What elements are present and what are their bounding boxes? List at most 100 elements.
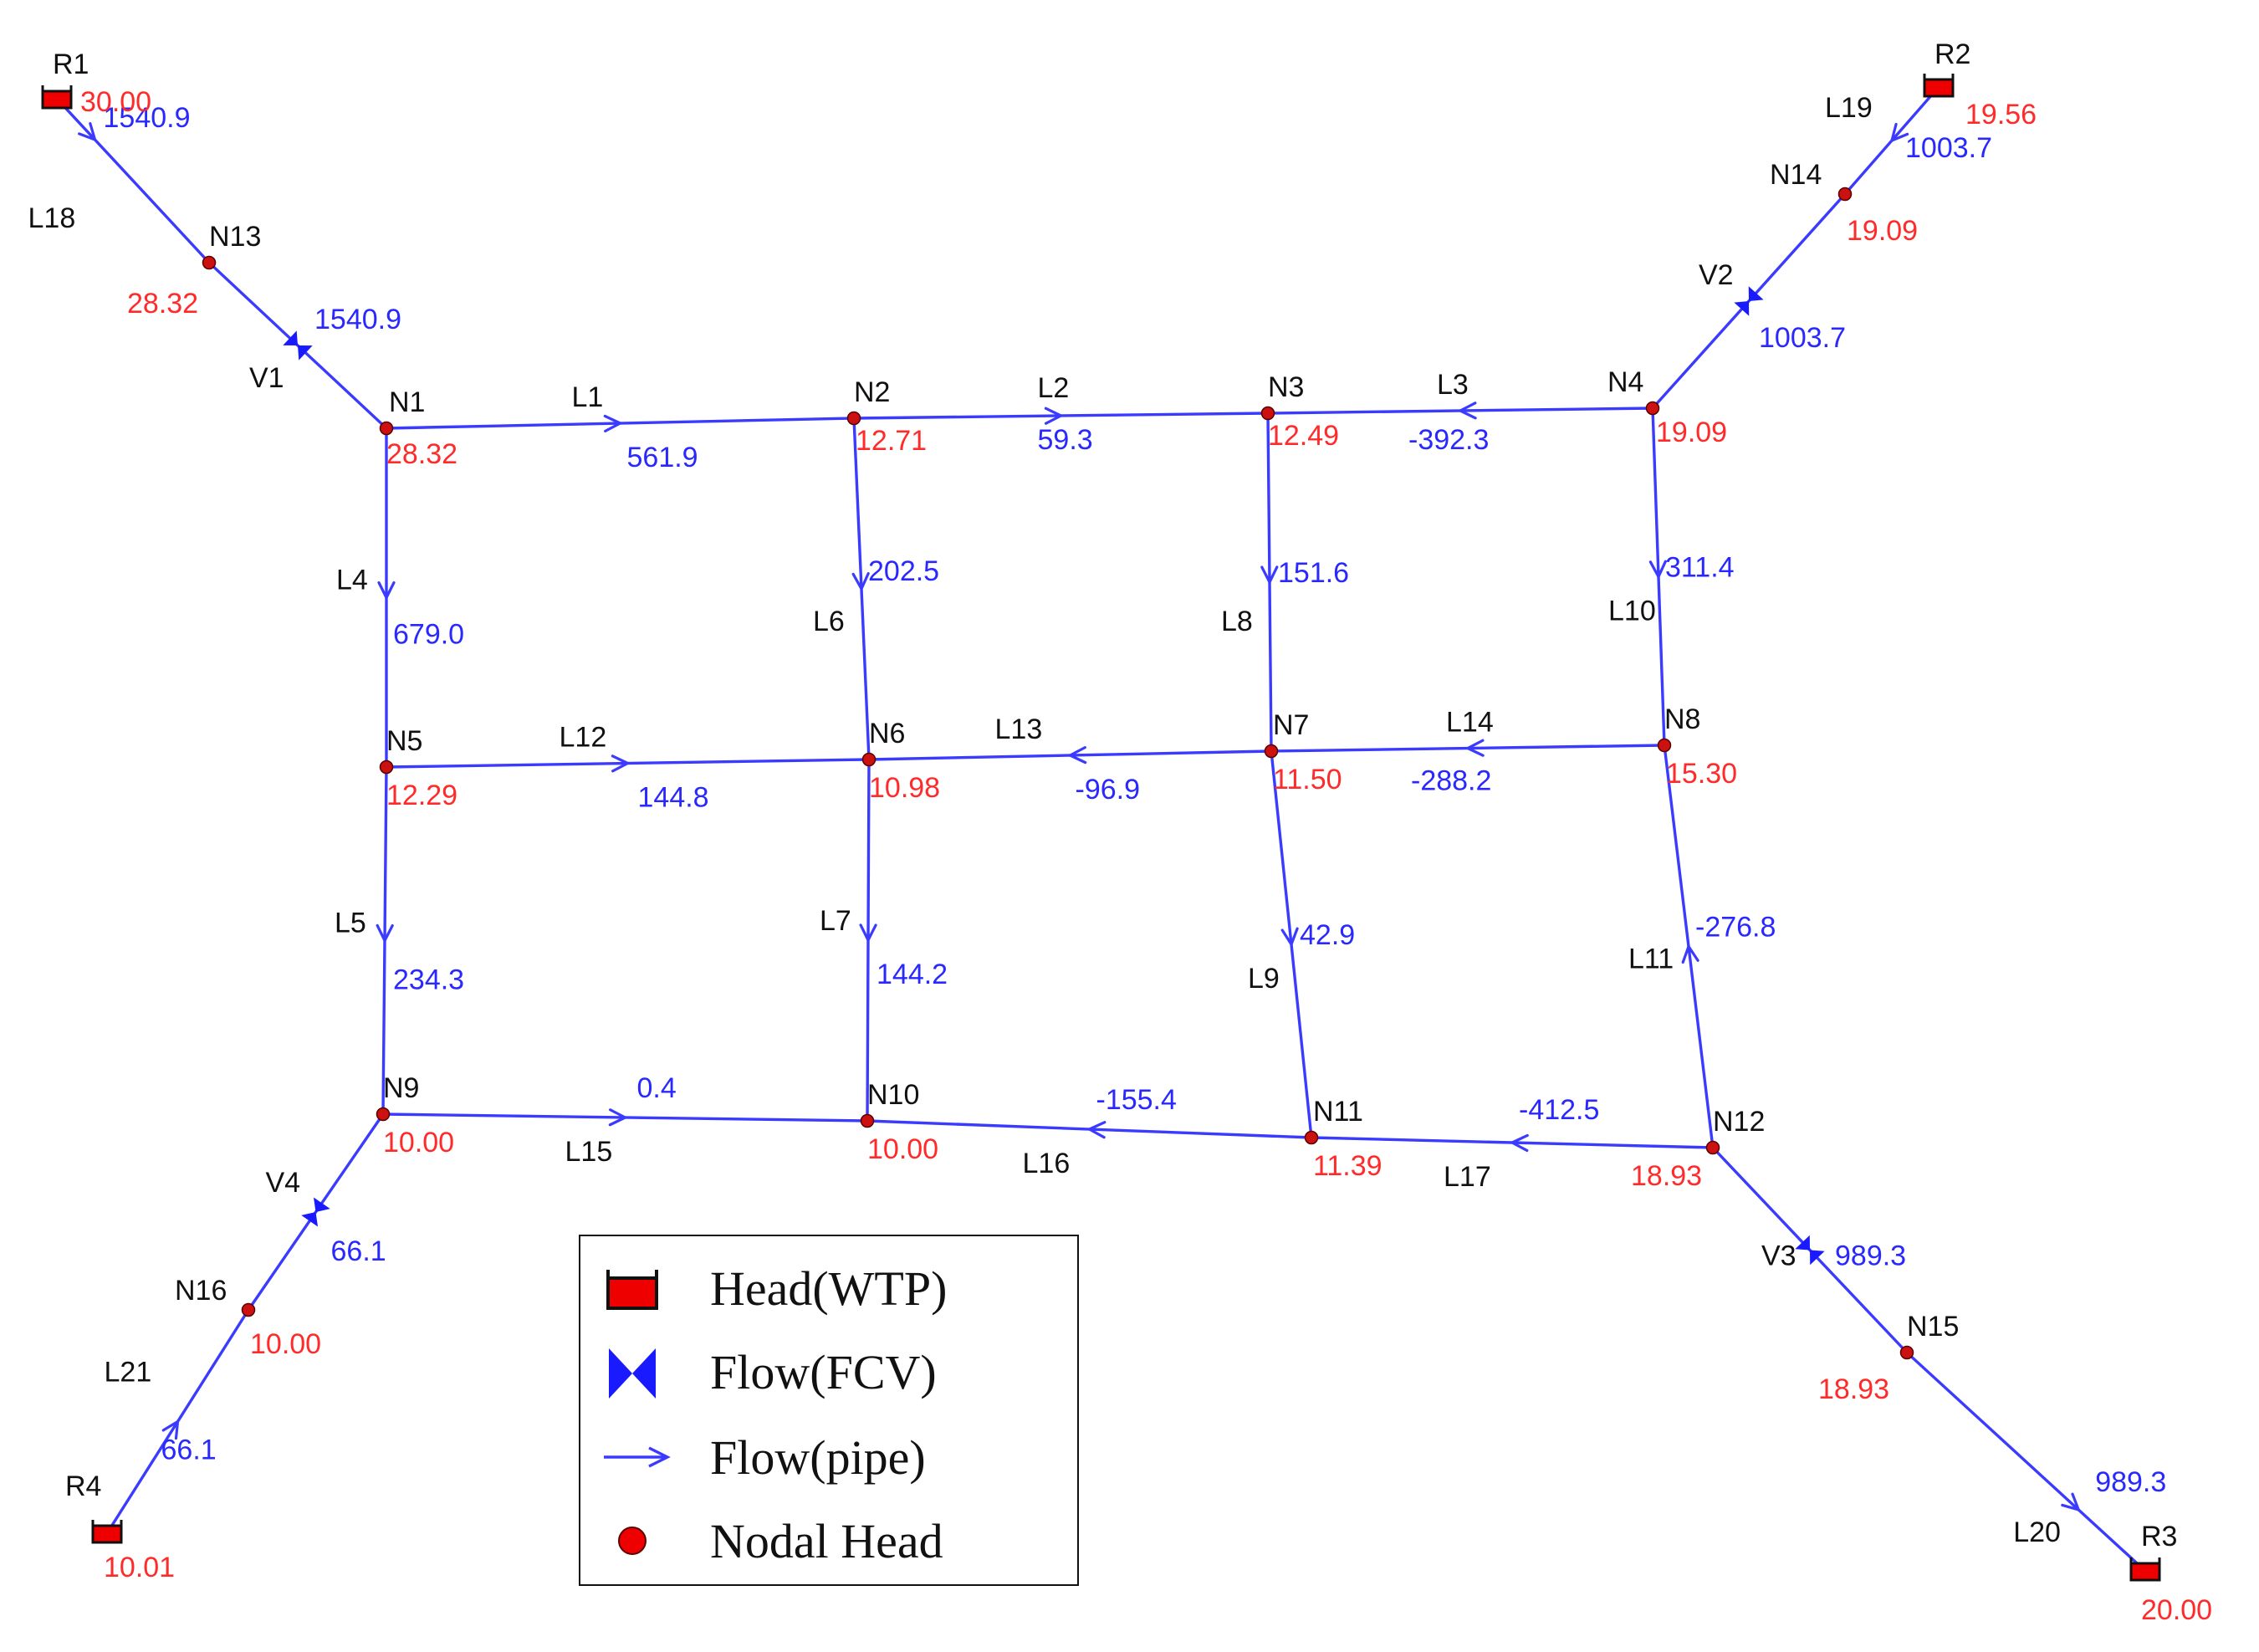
head-value-N10: 10.00: [867, 1133, 938, 1165]
node-label-R1: R1: [53, 49, 89, 80]
link-label-L2: L2: [1038, 372, 1070, 404]
link-label-L21: L21: [105, 1357, 152, 1389]
node-label-N15: N15: [1907, 1311, 1959, 1343]
valve-icon: [283, 330, 313, 361]
flow-value-L5: 234.3: [393, 964, 464, 996]
legend: Head(WTP) Flow(FCV) Flow(pipe) Nodal Hea…: [579, 1235, 1079, 1586]
node-dot-N4: [1645, 401, 1660, 416]
flow-arrow-L15: [608, 1108, 627, 1127]
link-label-L9: L9: [1248, 963, 1280, 995]
head-value-N14: 19.09: [1847, 215, 1918, 247]
reservoir-icon: [606, 1270, 658, 1310]
head-value-R1: 30.00: [80, 86, 151, 118]
flow-value-L7: 144.2: [877, 959, 948, 990]
reservoir-icon: [2129, 1557, 2161, 1582]
node-dot-N15: [1899, 1345, 1914, 1360]
node-label-N12: N12: [1713, 1106, 1765, 1138]
flow-arrow-L21: [161, 1419, 180, 1440]
reservoir-icon: [91, 1520, 123, 1544]
reservoir-icon: [41, 85, 73, 110]
node-label-R2: R2: [1934, 38, 1970, 70]
flow-value-L8: 151.6: [1278, 557, 1349, 589]
node-label-N9: N9: [383, 1072, 419, 1104]
node-label-N11: N11: [1313, 1096, 1363, 1128]
flow-arrow-L7: [859, 923, 877, 942]
flow-arrow-L19: [1890, 122, 1909, 142]
node-dot-N12: [1705, 1140, 1720, 1155]
pipe-L18: [55, 97, 211, 264]
link-label-L15: L15: [565, 1136, 613, 1168]
flow-value-L14: -288.2: [1411, 765, 1491, 797]
flow-arrow-L11: [1681, 944, 1699, 964]
reservoir-icon: [1923, 74, 1955, 98]
node-label-N1: N1: [389, 386, 425, 418]
link-label-L8: L8: [1221, 606, 1253, 637]
link-label-L10: L10: [1608, 596, 1656, 627]
node-dot-N8: [1657, 738, 1672, 753]
head-value-N5: 12.29: [386, 780, 457, 811]
flow-arrow-L17: [1510, 1133, 1529, 1153]
node-dot-N2: [846, 411, 861, 426]
flow-arrow-L18: [78, 122, 97, 141]
link-label-L16: L16: [1023, 1148, 1071, 1179]
valve-icon: [609, 1348, 656, 1399]
flow-value-V3: 989.3: [1835, 1240, 1906, 1272]
flow-value-L1: 561.9: [627, 442, 698, 473]
node-label-N3: N3: [1268, 371, 1304, 403]
link-label-L13: L13: [995, 713, 1043, 745]
flow-value-L2: 59.3: [1038, 424, 1093, 456]
node-dot-N14: [1837, 187, 1853, 202]
flow-arrow-L13: [1068, 746, 1087, 765]
node-dot-N11: [1304, 1130, 1319, 1145]
link-label-L17: L17: [1444, 1161, 1491, 1193]
node-label-N16: N16: [175, 1275, 227, 1307]
flow-value-L6: 202.5: [868, 555, 939, 587]
node-dot-N3: [1260, 406, 1275, 421]
link-label-L5: L5: [335, 908, 366, 939]
link-label-L3: L3: [1437, 369, 1469, 401]
link-label-L14: L14: [1446, 707, 1494, 739]
head-value-N13: 28.32: [127, 288, 198, 320]
node-label-N2: N2: [854, 376, 890, 408]
legend-item-reservoir: Head(WTP): [580, 1256, 1077, 1340]
flow-arrow-L10: [1648, 560, 1667, 579]
head-value-N7: 11.50: [1273, 764, 1342, 795]
flow-value-L17: -412.5: [1519, 1094, 1599, 1126]
node-dot-N5: [379, 760, 394, 775]
link-label-L6: L6: [813, 606, 845, 637]
flow-arrow-L2: [1044, 407, 1063, 425]
flow-value-V1: 1540.9: [314, 304, 401, 335]
node-dot-N16: [241, 1302, 256, 1317]
legend-item-pipe: Flow(pipe): [580, 1425, 1077, 1509]
legend-label: Flow(pipe): [710, 1430, 926, 1485]
flow-value-L11: -276.8: [1695, 912, 1776, 944]
flow-value-L18: 1540.9: [104, 102, 191, 134]
valve-label-V1: V1: [249, 362, 284, 394]
flow-value-L20: 989.3: [2095, 1466, 2166, 1498]
valve-label-V4: V4: [266, 1167, 301, 1199]
valve-pipe-V3: [1711, 1146, 1909, 1354]
flow-arrow-L3: [1459, 401, 1477, 420]
flow-value-L21: 66.1: [161, 1435, 217, 1466]
node-dot-icon: [618, 1527, 647, 1555]
head-value-R4: 10.01: [104, 1552, 175, 1583]
flow-arrow-L5: [376, 923, 394, 943]
valve-label-V3: V3: [1761, 1240, 1796, 1272]
legend-item-node: Nodal Head: [580, 1509, 1077, 1593]
node-label-N13: N13: [209, 221, 261, 253]
head-value-R2: 19.56: [1965, 99, 2037, 130]
flow-value-L10: 311.4: [1665, 552, 1735, 584]
head-value-N2: 12.71: [856, 425, 927, 457]
legend-label: Nodal Head: [710, 1514, 943, 1568]
pipe-L20: [1905, 1351, 2147, 1573]
head-value-R3: 20.00: [2141, 1594, 2212, 1626]
legend-label: Flow(FCV): [710, 1345, 937, 1399]
node-dot-N9: [376, 1107, 391, 1122]
node-label-N8: N8: [1664, 703, 1700, 735]
head-value-N16: 10.00: [250, 1328, 321, 1360]
node-label-N6: N6: [869, 718, 905, 749]
link-label-L1: L1: [572, 381, 604, 413]
node-dot-N7: [1264, 744, 1279, 759]
head-value-N11: 11.39: [1313, 1150, 1382, 1182]
flow-arrow-L9: [1280, 927, 1299, 946]
